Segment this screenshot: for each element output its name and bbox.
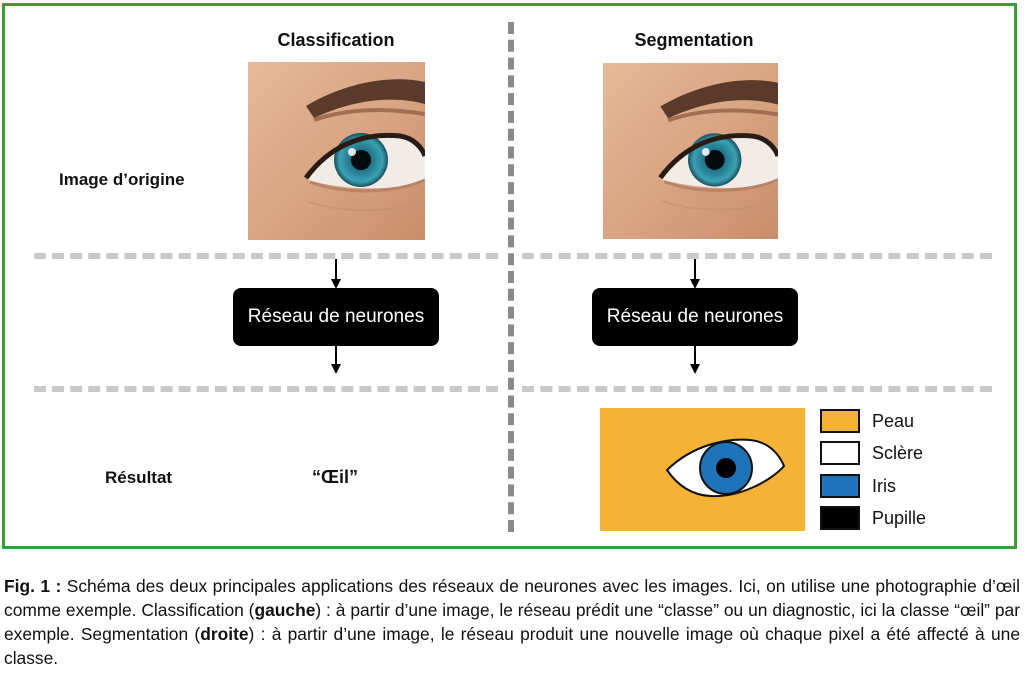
vertical-divider (508, 22, 514, 532)
legend-swatch-sclera (820, 441, 860, 465)
legend-swatch-pupil (820, 506, 860, 530)
segmentation-map (600, 408, 805, 531)
arrow-down-icon (690, 259, 700, 289)
caption-fig-label: Fig. 1 : (4, 576, 62, 596)
neural-network-box-classification: Réseau de neurones (233, 288, 439, 346)
legend-item-sclera: Sclère (820, 439, 923, 467)
legend-item-iris: Iris (820, 472, 896, 500)
arrow-down-icon (331, 259, 341, 289)
horizontal-divider-top (34, 253, 498, 259)
segmentation-title: Segmentation (634, 30, 754, 50)
caption-right-word: droite (200, 624, 249, 644)
figure-caption: Fig. 1 : Schéma des deux principales app… (4, 574, 1020, 670)
legend-swatch-skin (820, 409, 860, 433)
caption-text-2: ) : à partir d’une image, le réseau préd… (4, 600, 1020, 644)
arrow-down-icon (331, 344, 341, 374)
classification-title: Classification (277, 30, 395, 50)
eye-photo-classification (248, 62, 425, 240)
legend-label-skin: Peau (872, 410, 915, 431)
legend-item-pupil: Pupille (820, 504, 926, 532)
result-label: Résultat (105, 468, 173, 487)
arrow-down-icon (690, 344, 700, 374)
origin-image-label: Image d’origine (59, 170, 185, 189)
pupil-region (716, 458, 736, 478)
caption-text-1: Schéma des deux principales applications… (4, 576, 1020, 620)
horizontal-divider-bottom-right (522, 386, 992, 392)
caption-text-3: ) : à partir d’une image, le réseau prod… (4, 624, 1020, 668)
legend-label-iris: Iris (872, 475, 896, 496)
diagram-frame (2, 3, 1017, 549)
classification-result: “Œil” (312, 467, 359, 487)
legend-label-pupil: Pupille (872, 507, 927, 528)
caption-left-word: gauche (254, 600, 316, 620)
horizontal-divider-top-right (522, 253, 992, 259)
legend-swatch-iris (820, 474, 860, 498)
eye-photo-segmentation (603, 63, 778, 239)
neural-network-box-segmentation: Réseau de neurones (592, 288, 798, 346)
legend-item-skin: Peau (820, 407, 914, 435)
horizontal-divider-bottom (34, 386, 498, 392)
legend-label-sclera: Sclère (872, 442, 924, 463)
